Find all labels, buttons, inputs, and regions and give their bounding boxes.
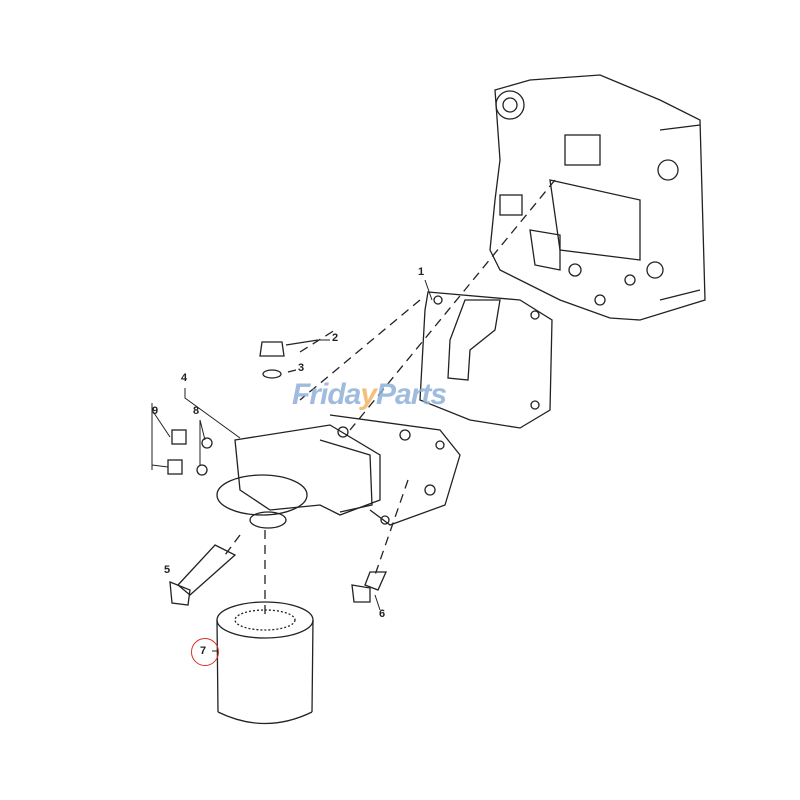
callout-4: 4	[181, 372, 188, 384]
callout-leaders	[151, 279, 433, 652]
callout-9: 9	[152, 405, 159, 417]
oil-filter	[216, 601, 314, 725]
callout-6: 6	[379, 608, 386, 620]
callout-1: 1	[418, 266, 425, 278]
highlight-circle	[191, 638, 219, 666]
plugs-and-seals	[167, 429, 213, 476]
engine-block	[489, 74, 706, 321]
callout-7: 7	[200, 645, 207, 657]
callout-3: 3	[298, 362, 305, 374]
callout-5: 5	[164, 564, 171, 576]
callout-8: 8	[193, 405, 200, 417]
watermark-logo: FridayParts	[292, 378, 447, 411]
adapter-plate	[419, 291, 553, 429]
drain-plug	[259, 339, 319, 379]
callout-2: 2	[332, 332, 339, 344]
filter-head	[216, 414, 461, 529]
mounting-bolt-6	[351, 571, 388, 603]
mounting-bolt-5	[169, 544, 237, 606]
